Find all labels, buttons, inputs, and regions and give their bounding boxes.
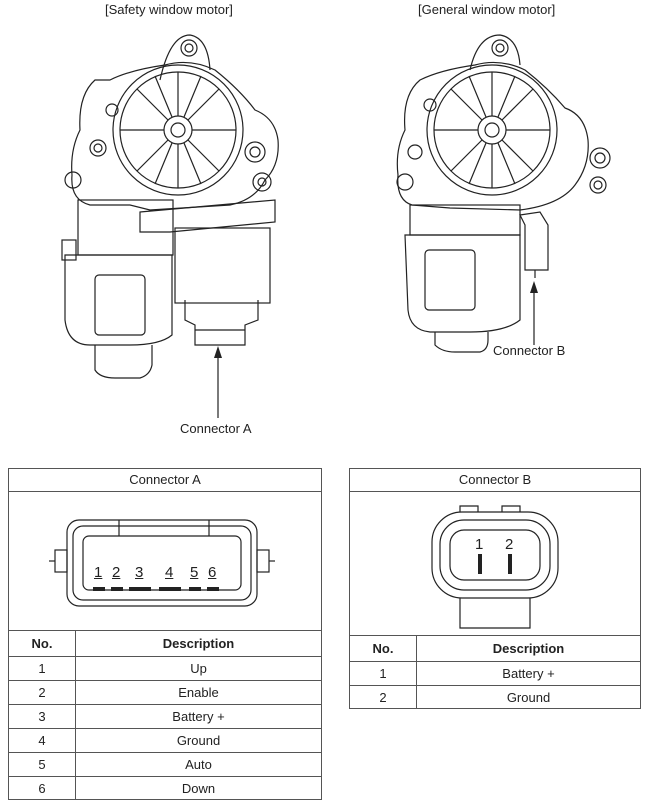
table-row: 6 Down	[9, 777, 321, 800]
cell-no: 2	[350, 686, 417, 709]
cell-no: 6	[9, 777, 76, 800]
header-no: No.	[9, 631, 76, 656]
connector-b-face-drawing	[431, 505, 559, 629]
connector-a-face-drawing	[49, 519, 275, 607]
cell-description: Ground	[506, 690, 551, 705]
connector-b-figure: 1 2	[350, 492, 640, 636]
pin-a-2-label: 2	[112, 564, 121, 581]
pin-a-5-contact	[189, 587, 201, 591]
pin-a-3-label: 3	[135, 564, 144, 581]
table-row: 1 Up	[9, 657, 321, 681]
cell-description: Ground	[176, 733, 221, 748]
header-description: Description	[162, 636, 235, 651]
pin-a-3-contact	[129, 587, 151, 591]
pin-b-2-contact	[508, 554, 512, 574]
cell-no: 4	[9, 729, 76, 752]
cell-no: 3	[9, 705, 76, 728]
table-row: 2 Ground	[350, 686, 640, 709]
cell-description: Auto	[185, 757, 212, 772]
caption-safety-motor: [Safety window motor]	[105, 2, 233, 17]
table-row: 5 Auto	[9, 753, 321, 777]
cell-description: Up	[190, 661, 207, 676]
cell-no: 5	[9, 753, 76, 776]
cell-description: Enable	[178, 685, 219, 700]
table-row: 1 Battery +	[350, 662, 640, 686]
cell-no: 1	[9, 657, 76, 680]
pin-a-6-contact	[207, 587, 219, 591]
pin-a-2-contact	[111, 587, 123, 591]
connector-a-title: Connector A	[9, 469, 321, 492]
cell-description: Battery +	[502, 666, 555, 681]
pin-a-1-contact	[93, 587, 105, 591]
connector-a-table: Connector A 1 2	[8, 468, 322, 800]
pin-b-1-label: 1	[475, 536, 484, 553]
table-row: 3 Battery +	[9, 705, 321, 729]
pin-a-5-label: 5	[190, 564, 199, 581]
callout-connector-a: Connector A	[180, 421, 252, 436]
table-row: 2 Enable	[9, 681, 321, 705]
connector-b-header-row: No. Description	[350, 636, 640, 662]
pin-a-6-label: 6	[208, 564, 217, 581]
connector-b-table: Connector B 1 2 No. Description 1 Batter…	[349, 468, 641, 709]
header-description: Description	[492, 641, 565, 656]
connector-a-header-row: No. Description	[9, 631, 321, 657]
table-row: 4 Ground	[9, 729, 321, 753]
cell-no: 1	[350, 662, 417, 685]
connector-a-figure: 1 2 3 4 5 6	[9, 492, 321, 631]
caption-general-motor: [General window motor]	[418, 2, 556, 17]
cell-description: Battery +	[172, 709, 225, 724]
callout-connector-b: Connector B	[493, 343, 566, 358]
connector-b-title: Connector B	[350, 469, 640, 492]
pin-a-4-label: 4	[165, 564, 174, 581]
header-no: No.	[350, 636, 417, 661]
pin-a-4-contact	[159, 587, 181, 591]
pin-a-1-label: 1	[94, 564, 103, 581]
pin-b-1-contact	[478, 554, 482, 574]
cell-no: 2	[9, 681, 76, 704]
pin-b-2-label: 2	[505, 536, 514, 553]
cell-description: Down	[181, 781, 216, 796]
